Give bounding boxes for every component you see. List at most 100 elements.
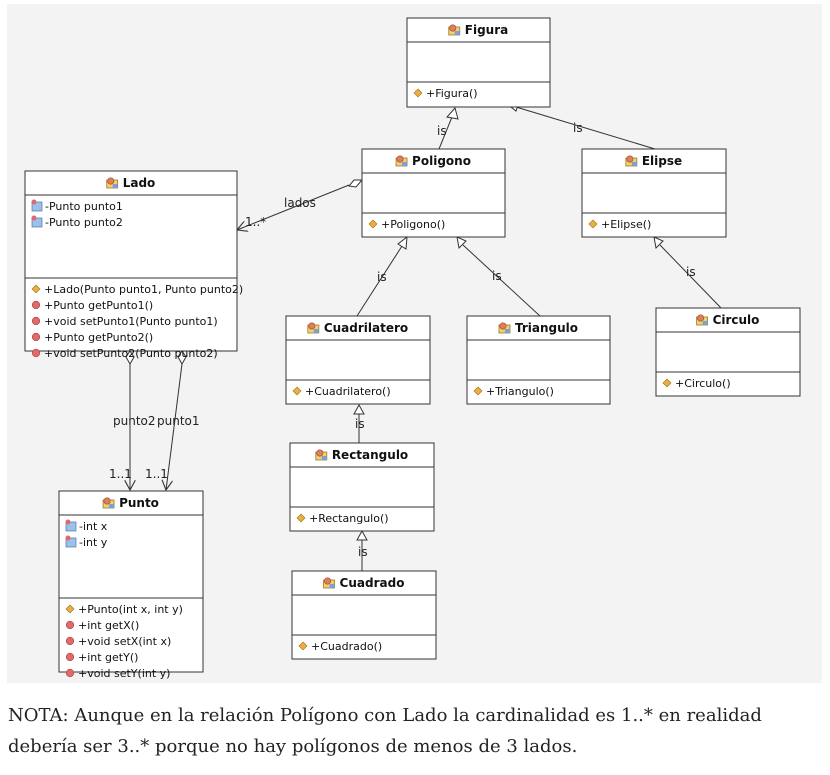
note-text: NOTA: Aunque en la relación Polígono con… bbox=[8, 705, 762, 757]
constructor-icon bbox=[473, 386, 483, 396]
class-box-border bbox=[289, 442, 435, 532]
method-icon bbox=[31, 316, 41, 326]
method-item: +Punto getPunto2() bbox=[44, 331, 153, 344]
method-icon bbox=[65, 620, 75, 630]
method-item: +Triangulo() bbox=[486, 385, 554, 398]
edge-label-is: is bbox=[492, 269, 502, 283]
attribute-item: -Punto punto2 bbox=[45, 216, 123, 229]
aggregation-edges: lados 1..* punto2 1..1 punto1 1..1 bbox=[109, 179, 364, 490]
class-box-triangulo: Triangulo +Triangulo() bbox=[466, 315, 611, 405]
uml-diagram-area: is is is is is is is lados 1..* bbox=[7, 4, 822, 683]
edge-label-is: is bbox=[686, 265, 696, 279]
method-item: +int getY() bbox=[78, 651, 138, 664]
class-icon bbox=[102, 497, 115, 509]
attribute-item: -Punto punto1 bbox=[45, 200, 123, 213]
constructor-icon bbox=[413, 88, 423, 98]
edge-lado-punto-punto1 bbox=[166, 363, 183, 490]
constructor-icon bbox=[31, 284, 41, 294]
method-icon bbox=[65, 652, 75, 662]
constructor-icon bbox=[368, 219, 378, 229]
inheritance-arrowhead bbox=[356, 529, 368, 541]
class-box-border bbox=[291, 570, 437, 660]
class-box-cuadrilatero: Cuadrilatero+Cuadrilatero() bbox=[285, 315, 431, 405]
attribute-icon bbox=[31, 215, 43, 228]
class-name: Figura bbox=[465, 23, 508, 37]
edge-triangulo-poligono bbox=[462, 244, 541, 317]
class-name: Lado bbox=[123, 176, 156, 190]
class-box-poligono: Poligono +Poligono() bbox=[361, 148, 506, 238]
class-box-elipse: Elipse +Elipse() bbox=[581, 148, 727, 238]
constructor-icon bbox=[588, 219, 598, 229]
method-item: +Figura() bbox=[426, 87, 478, 100]
attribute-icon bbox=[65, 535, 77, 548]
role-label-punto1: punto1 bbox=[157, 414, 200, 428]
multiplicity-label-punto2: 1..1 bbox=[109, 467, 132, 481]
method-item: +Circulo() bbox=[675, 377, 731, 390]
multiplicity-label-punto1: 1..1 bbox=[145, 467, 168, 481]
method-item: +Cuadrilatero() bbox=[305, 385, 391, 398]
class-box-border bbox=[406, 17, 551, 108]
attribute-icon bbox=[31, 199, 43, 212]
method-icon bbox=[65, 636, 75, 646]
role-label-lados: lados bbox=[284, 196, 316, 210]
method-item: +Poligono() bbox=[381, 218, 445, 231]
inheritance-arrowhead bbox=[446, 106, 459, 120]
class-icon bbox=[625, 155, 638, 167]
method-item: +Lado(Punto punto1, Punto punto2) bbox=[44, 283, 243, 296]
class-icon bbox=[323, 577, 335, 589]
attribute-icon bbox=[65, 519, 77, 532]
class-name: Circulo bbox=[713, 313, 760, 327]
class-name: Poligono bbox=[412, 154, 471, 168]
edge-elipse-figura bbox=[515, 106, 656, 150]
inheritance-arrowhead bbox=[456, 236, 467, 250]
class-box-border bbox=[24, 170, 238, 352]
method-item: +Elipse() bbox=[601, 218, 651, 231]
constructor-icon bbox=[292, 386, 302, 396]
class-box-border bbox=[581, 148, 727, 238]
edge-label-is: is bbox=[573, 121, 583, 135]
method-item: +Rectangulo() bbox=[309, 512, 389, 525]
class-box-punto: Punto-int x-int y+Punto(int x, int y)+in… bbox=[58, 490, 204, 680]
class-box-figura: Figura +Figura() bbox=[406, 17, 551, 108]
method-item: +int getX() bbox=[78, 619, 139, 632]
method-item: +Punto(int x, int y) bbox=[78, 603, 183, 616]
class-name: Cuadrado bbox=[340, 576, 405, 590]
method-icon bbox=[65, 668, 75, 678]
attribute-item: -int y bbox=[79, 536, 108, 549]
method-item: +void setY(int y) bbox=[78, 667, 170, 680]
edge-label-is: is bbox=[355, 417, 365, 431]
class-boxes: Figura +Figura() Poligono +Poligono() Elipse… bbox=[24, 17, 801, 680]
class-icon bbox=[696, 314, 708, 326]
edge-poligono-lado bbox=[237, 184, 350, 230]
class-box-border bbox=[466, 315, 611, 405]
class-box-rectangulo: Rectangulo +Rectangulo() bbox=[289, 442, 435, 532]
edge-label-is: is bbox=[377, 270, 387, 284]
class-box-lado: Lado-Punto punto1 -Punto punto2 +Lado(Punt… bbox=[24, 170, 243, 360]
uml-diagram: is is is is is is is lados 1..* bbox=[24, 17, 801, 680]
constructor-icon bbox=[298, 641, 308, 651]
method-item: +void setPunto2(Punto punto2) bbox=[44, 347, 218, 360]
inheritance-arrowhead bbox=[353, 403, 365, 415]
method-icon bbox=[31, 300, 41, 310]
class-icon bbox=[315, 449, 328, 461]
constructor-icon bbox=[662, 378, 672, 388]
class-name: Triangulo bbox=[515, 321, 578, 335]
class-icon bbox=[448, 24, 461, 36]
edge-poligono-figura bbox=[438, 116, 453, 150]
class-name: Rectangulo bbox=[332, 448, 408, 462]
method-item: +Cuadrado() bbox=[311, 640, 382, 653]
multiplicity-label-lados: 1..* bbox=[245, 215, 266, 229]
edge-label-is: is bbox=[437, 124, 447, 138]
class-box-cuadrado: Cuadrado +Cuadrado() bbox=[291, 570, 437, 660]
attribute-item: -int x bbox=[79, 520, 108, 533]
edge-label-is: is bbox=[358, 545, 368, 559]
class-icon bbox=[498, 322, 511, 334]
class-box-border bbox=[361, 148, 506, 238]
class-icon bbox=[106, 177, 119, 189]
method-item: +void setPunto1(Punto punto1) bbox=[44, 315, 218, 328]
class-name: Elipse bbox=[642, 154, 682, 168]
method-icon bbox=[31, 332, 41, 342]
method-item: +void setX(int x) bbox=[78, 635, 171, 648]
method-item: +Punto getPunto1() bbox=[44, 299, 153, 312]
edge-cuadrilatero-poligono bbox=[356, 245, 403, 317]
